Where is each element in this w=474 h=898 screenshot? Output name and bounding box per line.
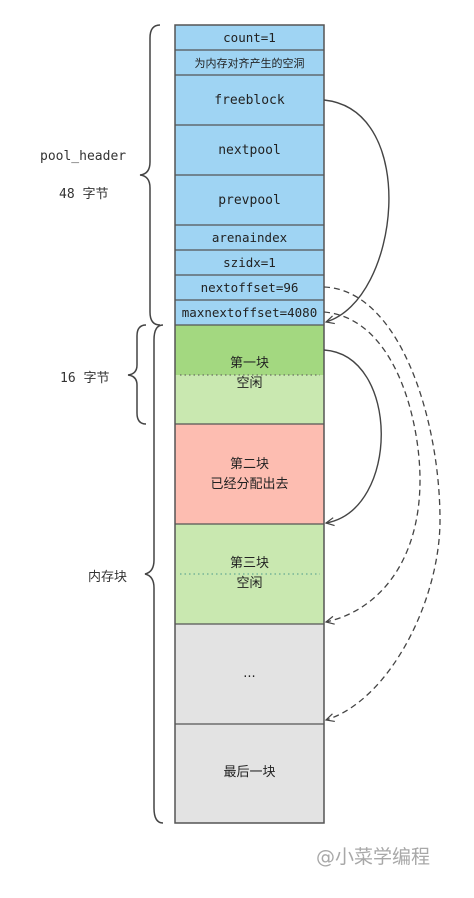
- arrow-freeblock-to-first: [323, 99, 390, 322]
- memory-blocks-label: 内存块: [88, 570, 128, 585]
- block-3-title: 第三块: [229, 556, 269, 571]
- block-2-status: 已经分配出去: [210, 477, 289, 492]
- block-size-label: 16 字节: [60, 371, 110, 386]
- block-1-status: 空闲: [236, 376, 263, 391]
- row-dividers: [175, 49, 324, 725]
- block-3-status: 空闲: [236, 576, 263, 591]
- field-arenaindex: arenaindex: [175, 225, 324, 250]
- block-3: [175, 524, 324, 624]
- field-alignment-padding: 为内存对齐产生的空洞: [175, 50, 324, 75]
- block-1-title: 第一块: [229, 356, 269, 371]
- field-maxnextoffset: maxnextoffset=4080: [175, 300, 324, 325]
- field-nextoffset: nextoffset=96: [175, 275, 324, 300]
- field-nextpool: nextpool: [175, 125, 324, 175]
- block-3-label: 第三块 空闲: [175, 554, 324, 594]
- header-size-label: 48 字节: [59, 187, 109, 202]
- block-2-label: 第二块 已经分配出去: [175, 455, 324, 495]
- pool-header-label: pool_header: [40, 149, 127, 164]
- arrow-nextoffset-to-ellipsis: [323, 286, 441, 720]
- block-1-bottom: [175, 375, 324, 424]
- brace-pool-header: [139, 24, 161, 326]
- brace-block-size: [127, 324, 147, 425]
- block-ellipsis: [175, 624, 324, 724]
- field-freeblock: freeblock: [175, 75, 324, 125]
- arrow-first-to-third: [323, 349, 382, 523]
- block-2-title: 第二块: [229, 457, 269, 472]
- field-prevpool: prevpool: [175, 175, 324, 225]
- block-last-label: 最后一块: [223, 765, 276, 780]
- block-last: [175, 724, 324, 823]
- block-1-top: [175, 325, 324, 375]
- brace-memory-blocks: [144, 324, 164, 824]
- block-1-label: 第一块 空闲: [175, 354, 324, 394]
- block-2: [175, 424, 324, 524]
- arrow-maxnextoffset-to-third: [323, 311, 421, 622]
- field-szidx: szidx=1: [175, 250, 324, 275]
- watermark: @小菜学编程: [316, 846, 431, 868]
- field-count: count=1: [175, 25, 324, 50]
- block-ellipsis-label: ...: [243, 666, 256, 681]
